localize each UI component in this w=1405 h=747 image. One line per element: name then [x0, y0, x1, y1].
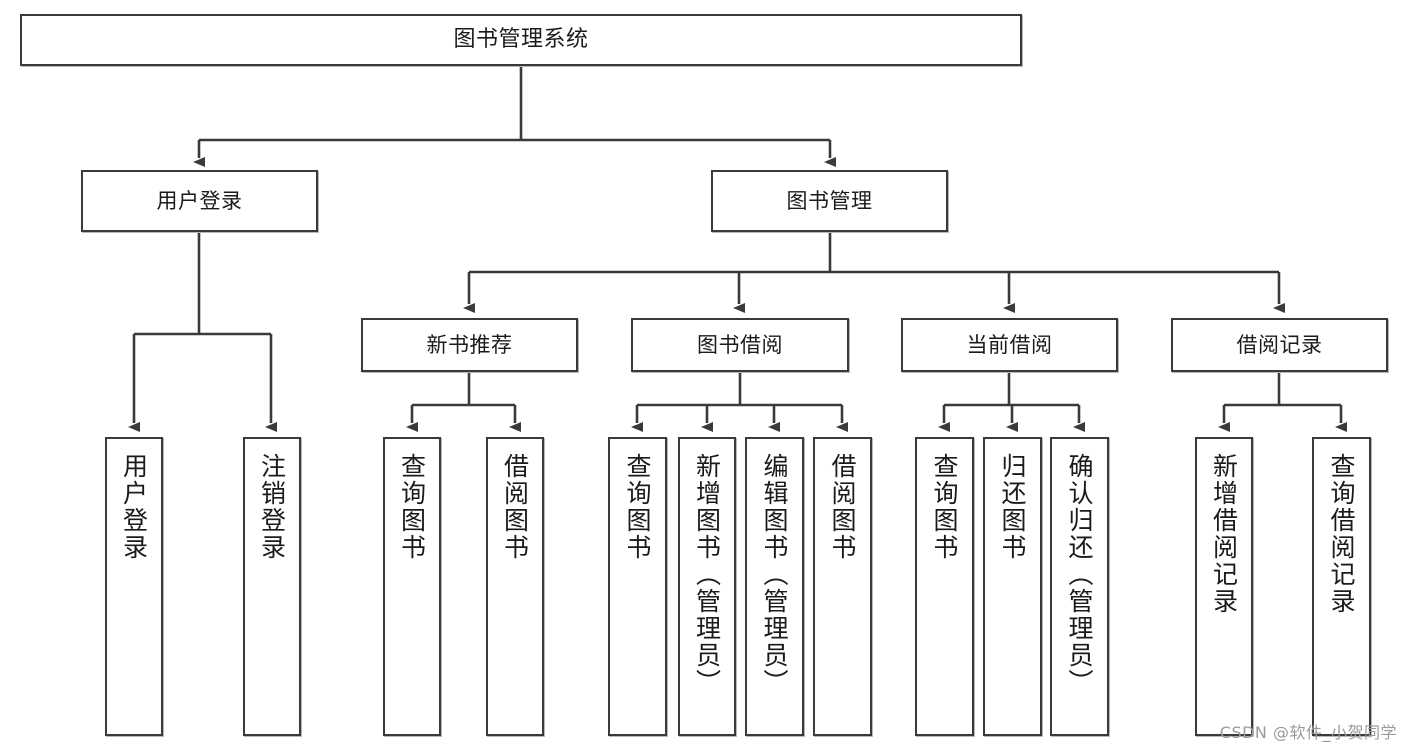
node-book-borrow[interactable]: 图书借阅 [631, 318, 849, 372]
node-leaf-return-book[interactable]: 归还图书 [983, 437, 1042, 736]
node-label: 查询图书 [930, 453, 959, 561]
node-label: 用户登录 [119, 453, 149, 561]
node-leaf-edit-book-admin[interactable]: 编辑图书（管理员） [745, 437, 804, 736]
node-label: 新书推荐 [426, 332, 513, 357]
node-label: 查询借阅记录 [1327, 453, 1356, 615]
node-leaf-query-books-borrow[interactable]: 查询图书 [608, 437, 667, 736]
node-leaf-add-book-admin[interactable]: 新增图书（管理员） [678, 437, 736, 736]
node-label: 查询图书 [397, 453, 427, 561]
node-leaf-add-borrow-record[interactable]: 新增借阅记录 [1195, 437, 1253, 736]
node-borrow-record[interactable]: 借阅记录 [1171, 318, 1388, 372]
node-label: 借阅记录 [1236, 332, 1323, 357]
node-label: 编辑图书（管理员） [760, 453, 789, 696]
node-user-login[interactable]: 用户登录 [81, 170, 318, 232]
node-leaf-query-books-rec[interactable]: 查询图书 [383, 437, 441, 736]
node-label: 新增借阅记录 [1209, 453, 1239, 615]
node-root-system[interactable]: 图书管理系统 [20, 14, 1022, 66]
node-label: 图书借阅 [697, 332, 783, 357]
node-label: 借阅图书 [500, 453, 530, 561]
node-label: 借阅图书 [828, 453, 857, 561]
node-leaf-query-books-current[interactable]: 查询图书 [915, 437, 974, 736]
node-leaf-user-login[interactable]: 用户登录 [105, 437, 163, 736]
node-label: 新增图书（管理员） [692, 453, 722, 696]
node-book-management[interactable]: 图书管理 [711, 170, 948, 232]
node-label: 注销登录 [257, 453, 287, 561]
watermark-text: CSDN @软件_小贺同学 [1219, 723, 1397, 742]
node-label: 用户登录 [156, 188, 243, 213]
node-leaf-borrow-book[interactable]: 借阅图书 [813, 437, 872, 736]
node-label: 图书管理 [786, 188, 873, 213]
node-leaf-logout[interactable]: 注销登录 [243, 437, 301, 736]
node-leaf-query-borrow-record[interactable]: 查询借阅记录 [1312, 437, 1371, 736]
node-label: 查询图书 [623, 453, 652, 561]
node-leaf-confirm-return-admin[interactable]: 确认归还（管理员） [1050, 437, 1109, 736]
node-label: 确认归还（管理员） [1065, 453, 1094, 696]
node-label: 图书管理系统 [453, 27, 589, 53]
node-current-borrow[interactable]: 当前借阅 [901, 318, 1118, 372]
node-label: 当前借阅 [966, 332, 1053, 357]
node-leaf-borrow-books-rec[interactable]: 借阅图书 [486, 437, 544, 736]
node-label: 归还图书 [998, 453, 1027, 561]
node-new-book-recommendation[interactable]: 新书推荐 [361, 318, 578, 372]
